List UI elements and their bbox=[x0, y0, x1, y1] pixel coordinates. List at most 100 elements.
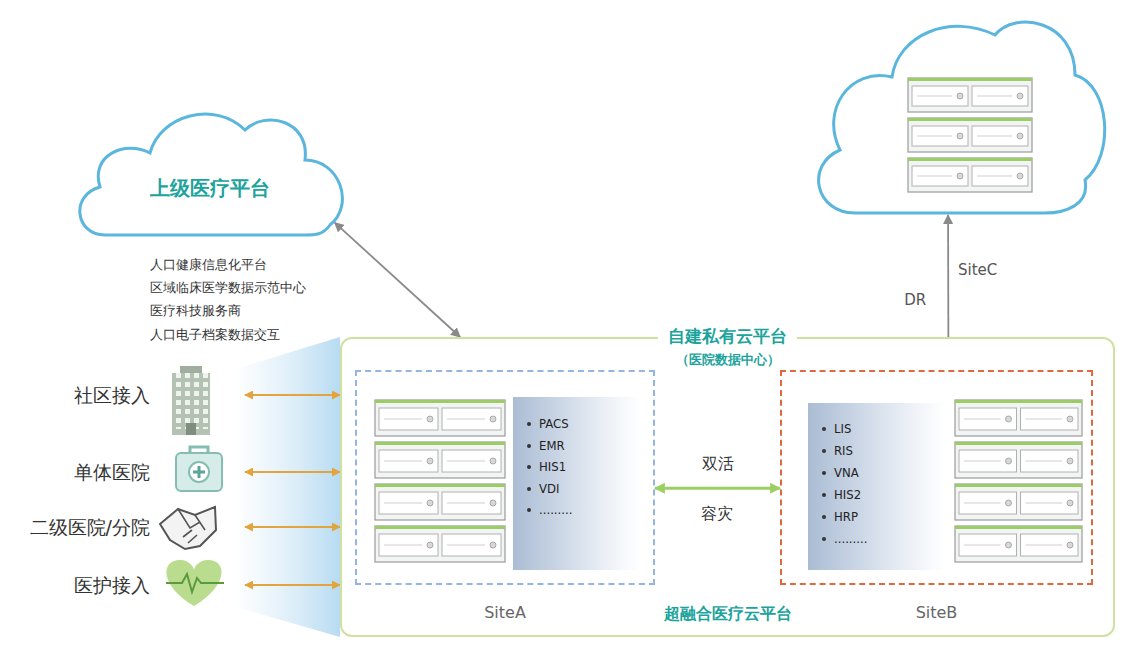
server-unit bbox=[375, 442, 505, 478]
server-led bbox=[1067, 416, 1073, 422]
server-top-strip bbox=[955, 400, 1082, 403]
server-led bbox=[957, 173, 963, 179]
app-name: HRP bbox=[834, 508, 945, 526]
server-slot bbox=[912, 86, 968, 106]
bullet-dot bbox=[527, 422, 531, 426]
app-name: VDI bbox=[539, 480, 640, 498]
server-unit bbox=[375, 400, 505, 436]
server-led bbox=[1006, 500, 1012, 506]
site-box: SiteAPACSEMRHIS1VDI......... bbox=[355, 370, 655, 585]
app-panel: PACSEMRHIS1VDI......... bbox=[513, 397, 640, 570]
platform-item: 医疗科技服务商 bbox=[148, 302, 243, 319]
connector-label: DR bbox=[902, 290, 928, 310]
server-slot bbox=[912, 126, 968, 146]
cloud-path bbox=[80, 114, 343, 235]
cloud-platform: 上级医疗平台 bbox=[65, 95, 355, 240]
server-line bbox=[447, 419, 485, 420]
node-title: SiteA bbox=[484, 602, 526, 624]
server-line bbox=[964, 419, 1001, 420]
server-body bbox=[955, 484, 1082, 520]
app-name: RIS bbox=[834, 442, 945, 460]
access-funnel bbox=[232, 337, 340, 637]
server-top-strip bbox=[375, 484, 505, 487]
connector bbox=[335, 223, 460, 337]
server-slot bbox=[442, 534, 501, 556]
server-line bbox=[384, 461, 422, 462]
node-title: 医护接入 bbox=[0, 572, 150, 598]
server-slot bbox=[379, 492, 438, 514]
server-line bbox=[977, 96, 1012, 97]
server-top-strip bbox=[955, 442, 1082, 445]
node-title: 自建私有云平台 bbox=[658, 325, 797, 348]
server-led bbox=[1017, 93, 1023, 99]
server-line bbox=[917, 176, 952, 177]
server-top-strip bbox=[375, 400, 505, 403]
server-line bbox=[1026, 419, 1063, 420]
node-title: 社区接入 bbox=[0, 382, 150, 408]
connector bbox=[245, 526, 340, 528]
server-slot bbox=[442, 492, 501, 514]
access-point: 单体医院 bbox=[0, 454, 245, 490]
app-name: EMR bbox=[539, 437, 640, 455]
server-slot bbox=[1021, 492, 1079, 514]
node-title: 上级医疗平台 bbox=[150, 175, 270, 202]
server-unit bbox=[955, 484, 1082, 520]
server-unit bbox=[908, 78, 1032, 112]
server-unit bbox=[955, 400, 1082, 436]
node-title: SiteC bbox=[958, 260, 1115, 280]
server-line bbox=[917, 136, 952, 137]
server-led bbox=[1006, 416, 1012, 422]
server-body bbox=[375, 442, 505, 478]
server-body bbox=[955, 400, 1082, 436]
bullet-dot bbox=[822, 427, 826, 431]
server-line bbox=[447, 503, 485, 504]
server-line bbox=[447, 461, 485, 462]
server-led bbox=[957, 93, 963, 99]
bullet-dot bbox=[527, 487, 531, 491]
server-led bbox=[490, 542, 496, 548]
platform-item: 人口电子档案数据交互 bbox=[148, 326, 282, 343]
server-slot bbox=[442, 408, 501, 430]
app-name: ......... bbox=[539, 501, 640, 519]
server-line bbox=[1026, 503, 1063, 504]
server-slot bbox=[379, 534, 438, 556]
server-led bbox=[427, 542, 433, 548]
bullet-dot bbox=[527, 444, 531, 448]
bullet-dot bbox=[822, 449, 826, 453]
bullet-dot bbox=[822, 471, 826, 475]
cloud-dr-site: SiteC bbox=[800, 5, 1115, 215]
server-slot bbox=[972, 126, 1028, 146]
server-line bbox=[964, 461, 1001, 462]
server-unit bbox=[375, 526, 505, 562]
node-text: 超融合医疗云平台 bbox=[664, 603, 792, 625]
handshake-icon bbox=[160, 507, 216, 549]
server-led bbox=[1017, 173, 1023, 179]
bullet-dot bbox=[822, 515, 826, 519]
medical-kit-icon bbox=[176, 447, 222, 491]
app-name: LIS bbox=[834, 420, 945, 438]
server-led bbox=[490, 416, 496, 422]
bullet-dot bbox=[527, 508, 531, 512]
server-top-strip bbox=[955, 484, 1082, 487]
server-slot bbox=[959, 492, 1017, 514]
app-name: HIS2 bbox=[834, 486, 945, 504]
server-unit bbox=[955, 442, 1082, 478]
server-line bbox=[977, 136, 1012, 137]
app-panel: LISRISVNAHIS2HRP......... bbox=[808, 403, 945, 570]
server-slot bbox=[972, 166, 1028, 186]
server-slot bbox=[379, 408, 438, 430]
server-line bbox=[1026, 545, 1063, 546]
server-line bbox=[384, 419, 422, 420]
connector-label: 双活 bbox=[700, 453, 736, 474]
site-box: SiteBLISRISVNAHIS2HRP......... bbox=[780, 370, 1093, 585]
connector bbox=[655, 487, 780, 490]
server-led bbox=[1067, 542, 1073, 548]
cloud-path bbox=[819, 22, 1105, 213]
server-body bbox=[955, 442, 1082, 478]
server-body bbox=[375, 400, 505, 436]
connector bbox=[245, 584, 340, 586]
bullet-dot bbox=[822, 537, 826, 541]
server-unit bbox=[908, 158, 1032, 192]
server-top-strip bbox=[908, 158, 1032, 161]
